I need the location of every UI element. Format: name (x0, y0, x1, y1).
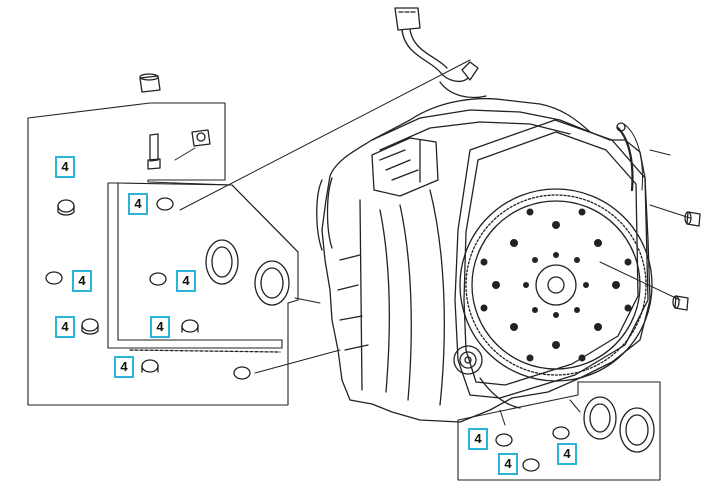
group-outlines (27, 102, 661, 481)
dowel-pins (672, 211, 701, 311)
callout-box[interactable]: 4 (114, 356, 134, 378)
loose-parts (45, 73, 655, 472)
callout-box[interactable]: 4 (128, 193, 148, 215)
callout-box[interactable]: 4 (557, 443, 577, 465)
callout-box[interactable]: 4 (150, 316, 170, 338)
callout-box[interactable]: 4 (55, 156, 75, 178)
callout-box[interactable]: 4 (468, 428, 488, 450)
leader-lines (174, 59, 691, 426)
callout-box[interactable]: 4 (176, 270, 196, 292)
drive-plate (459, 188, 653, 382)
callout-box[interactable]: 4 (72, 270, 92, 292)
wiring-harness (394, 7, 487, 99)
callout-box[interactable]: 4 (55, 316, 75, 338)
transmission-housing (316, 98, 651, 423)
callout-box[interactable]: 4 (498, 453, 518, 475)
